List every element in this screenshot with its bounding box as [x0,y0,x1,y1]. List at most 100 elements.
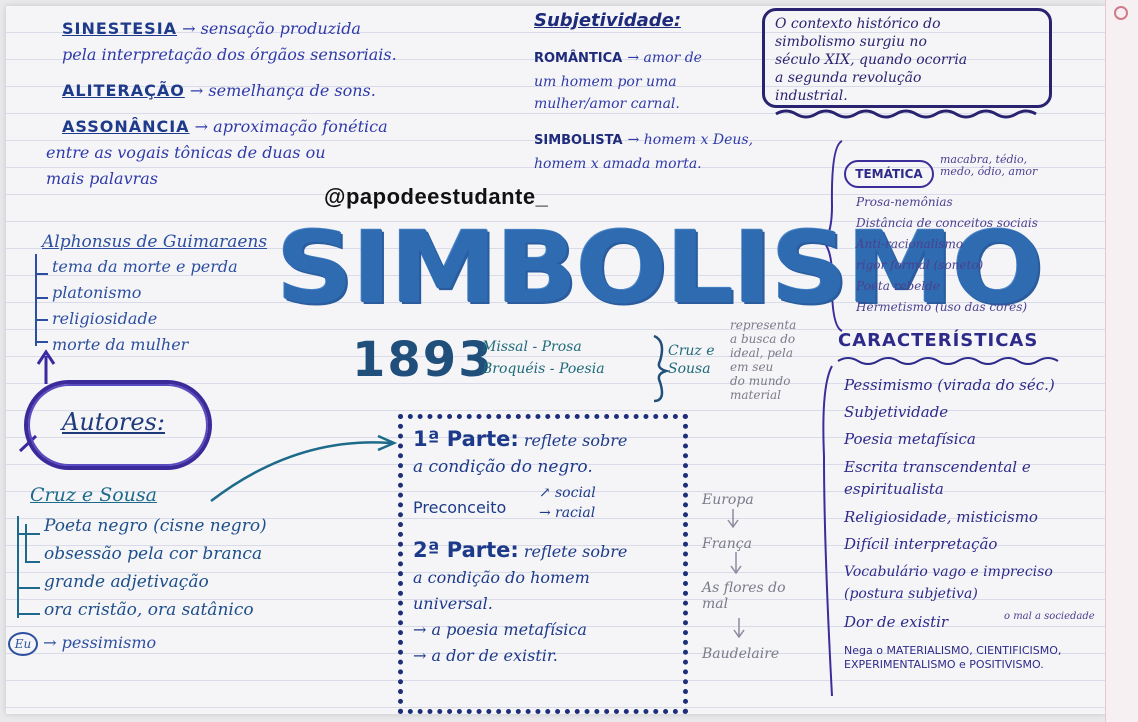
cruz-sousa-block: Cruz e Sousa Poeta negro (cisne negro) o… [30,484,370,624]
works-note: representa a busca do ideal, pela em seu… [730,318,826,402]
caracteristica-item: Nega o MATERIALISMO, CIENTIFICISMO, EXPE… [844,644,1062,671]
context-line-2: simbolismo surgiu no [775,34,927,50]
assonancia-def-2: entre as vogais tônicas de duas ou [46,143,326,162]
cruz-item: grande adjetivação [44,572,209,592]
aliteracao-def: → semelhança de sons. [189,81,376,100]
brace-tematica [822,140,843,332]
alphonsus-item: tema da morte e perda [52,257,238,276]
caracteristicas-title: CARACTERÍSTICAS [838,330,1039,351]
year-label: 1893 [352,332,494,388]
works-note-1: representa [730,318,797,332]
autores-label: Autores: [62,408,165,436]
preconceito-racial: racial [555,505,596,521]
part2-text-1: reflete sobre [523,542,628,561]
assonancia-term: ASSONÂNCIA [62,117,190,136]
alphonsus-item: platonismo [52,283,142,302]
works-note-6: material [730,388,782,402]
tematica-item: rigor formal (soneto) [856,258,984,272]
flow-block: Europa França As flores do mal Baudelair… [702,492,814,662]
sinestesia-term: SINESTESIA [62,19,178,38]
tree-lines-cruz [17,516,40,618]
bullet-2: a dor de existir. [431,646,558,665]
cruz-item: Poeta negro (cisne negro) [44,516,267,536]
notebook-page: SINESTESIA → sensação produzida pela int… [6,6,1106,714]
preconceito-label: Preconceito [413,498,507,517]
bullet-1: a poesia metafísica [431,620,587,639]
context-line-4: a segunda revolução [775,70,922,86]
context-line-3: século XIX, quando ocorria [775,52,968,68]
works-line-1: Missal - Prosa [482,339,582,355]
part2-label: 2ª Parte: [413,538,519,562]
decorations [17,109,1059,697]
tematica-item: Hermetismo (uso das cores) [856,300,1028,314]
works-line-2: Broquéis - Poesia [482,361,605,377]
context-box: O contexto histórico do simbolismo surgi… [762,8,1052,108]
eu-badge: Eu [8,632,38,656]
binder-hole-icon [1114,6,1128,20]
caracteristicas-list: Pessimismo (virada do séc.) Subjetividad… [844,372,1095,672]
romantica-def-2: um homem por uma [534,74,677,90]
sinestesia-def-2: pela interpretação dos órgãos sensoriais… [62,45,397,64]
tematica-item: Poeta rebelde [856,279,940,293]
dor-note: o mal a sociedade [1004,611,1095,622]
part1-label: 1ª Parte: [413,427,519,451]
cruz-item: obsessão pela cor branca [44,544,263,564]
caracteristica-item: Poesia metafísica [844,430,976,448]
aliteracao-term: ALITERAÇÃO [62,81,185,100]
caracteristica-item: Dor de existir [844,613,949,631]
part2-text-3: universal. [413,594,493,613]
tree-lines-alphonsus [35,254,48,346]
tematica-badge: TEMÁTICA [844,160,934,188]
page-title: SIMBOLISMO [276,211,1044,326]
caracteristica-item: Vocabulário vago e impreciso (postura su… [844,564,1053,602]
caracteristica-item: Difícil interpretação [844,535,998,553]
caracteristica-item: Pessimismo (virada do séc.) [844,376,1055,394]
simbolista-def-2: homem x amada morta. [534,156,702,172]
works-author: Cruz e Sousa [668,343,715,377]
subjetividade-block: Subjetividade: ROMÂNTICA → amor de um ho… [534,10,764,175]
tematica-side-note: macabra, tédio, medo, ódio, amor [940,153,1038,178]
sinestesia-def: → sensação produzida [182,19,361,38]
definitions-block: SINESTESIA → sensação produzida pela int… [46,16,532,192]
works-note-2: a busca do [730,332,796,346]
tematica-label: TEMÁTICA [855,167,923,181]
tematica-item: Distância de conceitos sociais [856,216,1038,230]
alphonsus-title: Alphonsus de Guimaraens [42,232,268,252]
alphonsus-block: Alphonsus de Guimaraens tema da morte e … [42,232,302,358]
romantica-term: ROMÂNTICA [534,51,623,66]
tematica-list: Prosa-nemônias Distância de conceitos so… [856,192,1066,318]
preconceito-social: social [555,485,596,501]
romantica-def-3: mulher/amor carnal. [534,96,680,112]
brace-caracteristicas [822,365,833,697]
cruz-sousa-title: Cruz e Sousa [30,484,157,506]
assonancia-def-3: mais palavras [46,169,158,188]
alphonsus-item: morte da mulher [52,335,189,354]
brace-icon [653,334,671,403]
up-arrow-icon [36,349,56,384]
flow-item: As flores do mal [702,580,786,612]
context-line-1: O contexto histórico do [775,16,941,32]
romantica-def: → amor de [627,50,702,66]
eu-item: pessimismo [61,633,157,652]
flow-item: Europa [702,492,754,508]
part1-text-2: a condição do negro. [413,457,593,477]
eu-row: Eu → pessimismo [8,630,156,656]
flow-item: Baudelaire [702,646,780,662]
works-note-4: em seu [730,360,774,374]
subjetividade-title: Subjetividade: [534,10,682,31]
alphonsus-item: religiosidade [52,309,158,328]
caracteristica-item: Subjetividade [844,403,949,421]
simbolista-def: → homem x Deus, [627,132,754,148]
part1-text-1: reflete sobre [523,431,628,450]
tematica-item: Prosa-nemônias [856,195,953,209]
flow-item: França [702,536,752,552]
caracteristica-item: Religiosidade, misticismo [844,508,1038,526]
context-line-5: industrial. [775,88,848,104]
notebook-edge [1105,0,1138,722]
works-note-3: ideal, pela [730,346,794,360]
works-note-5: do mundo [730,374,791,388]
simbolista-term: SIMBOLISTA [534,133,623,148]
works-block: Missal - Prosa Broquéis - Poesia [482,336,652,380]
tematica-item: Anti-racionalismo [856,237,964,251]
caracteristica-item: Escrita transcendental e espiritualista [844,458,1031,498]
